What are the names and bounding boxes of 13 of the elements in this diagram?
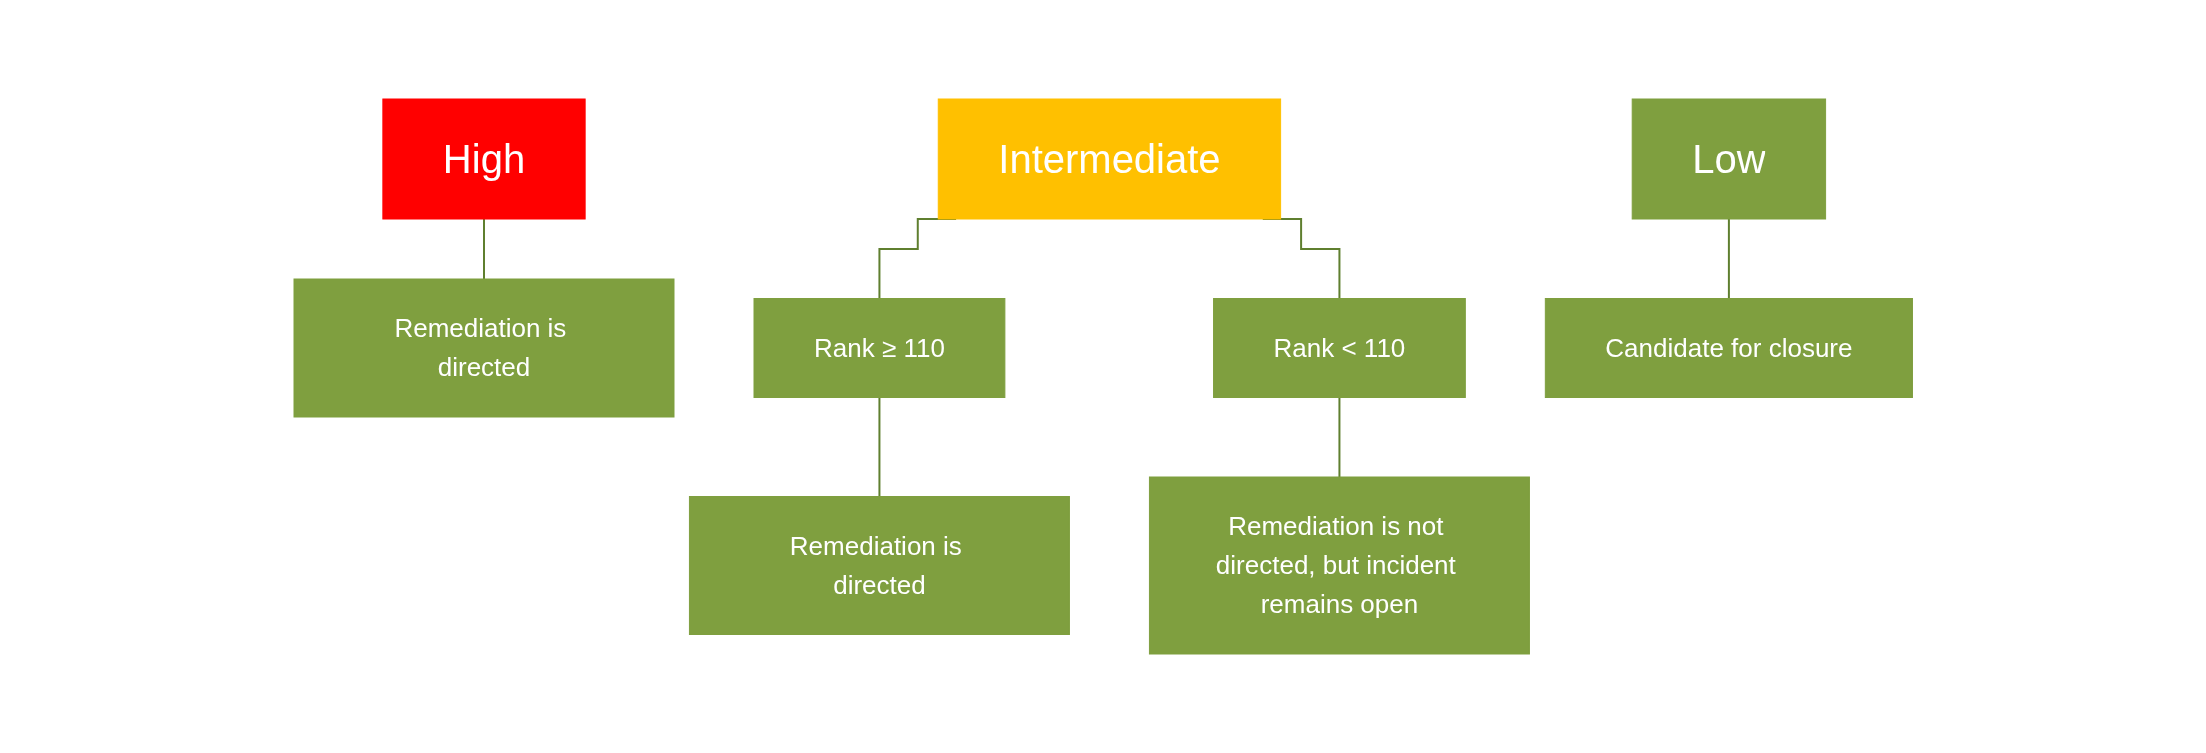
node-box: Remediation is directed [293, 278, 675, 418]
node-box: Intermediate [937, 98, 1281, 220]
node-box: Low [1631, 98, 1826, 220]
connector [482, 218, 485, 280]
node-box: Candidate for closure [1544, 298, 1913, 398]
connector [1338, 396, 1341, 478]
connector [1727, 218, 1730, 300]
node-box: Remediation is not directed, but incident remains open [1148, 476, 1530, 655]
node-box: Rank < 110 [1212, 298, 1466, 398]
node-box: High [382, 98, 586, 220]
node-box: Rank ≥ 110 [753, 298, 1006, 398]
connector [878, 396, 881, 498]
node-box: Remediation is directed [688, 496, 1070, 635]
